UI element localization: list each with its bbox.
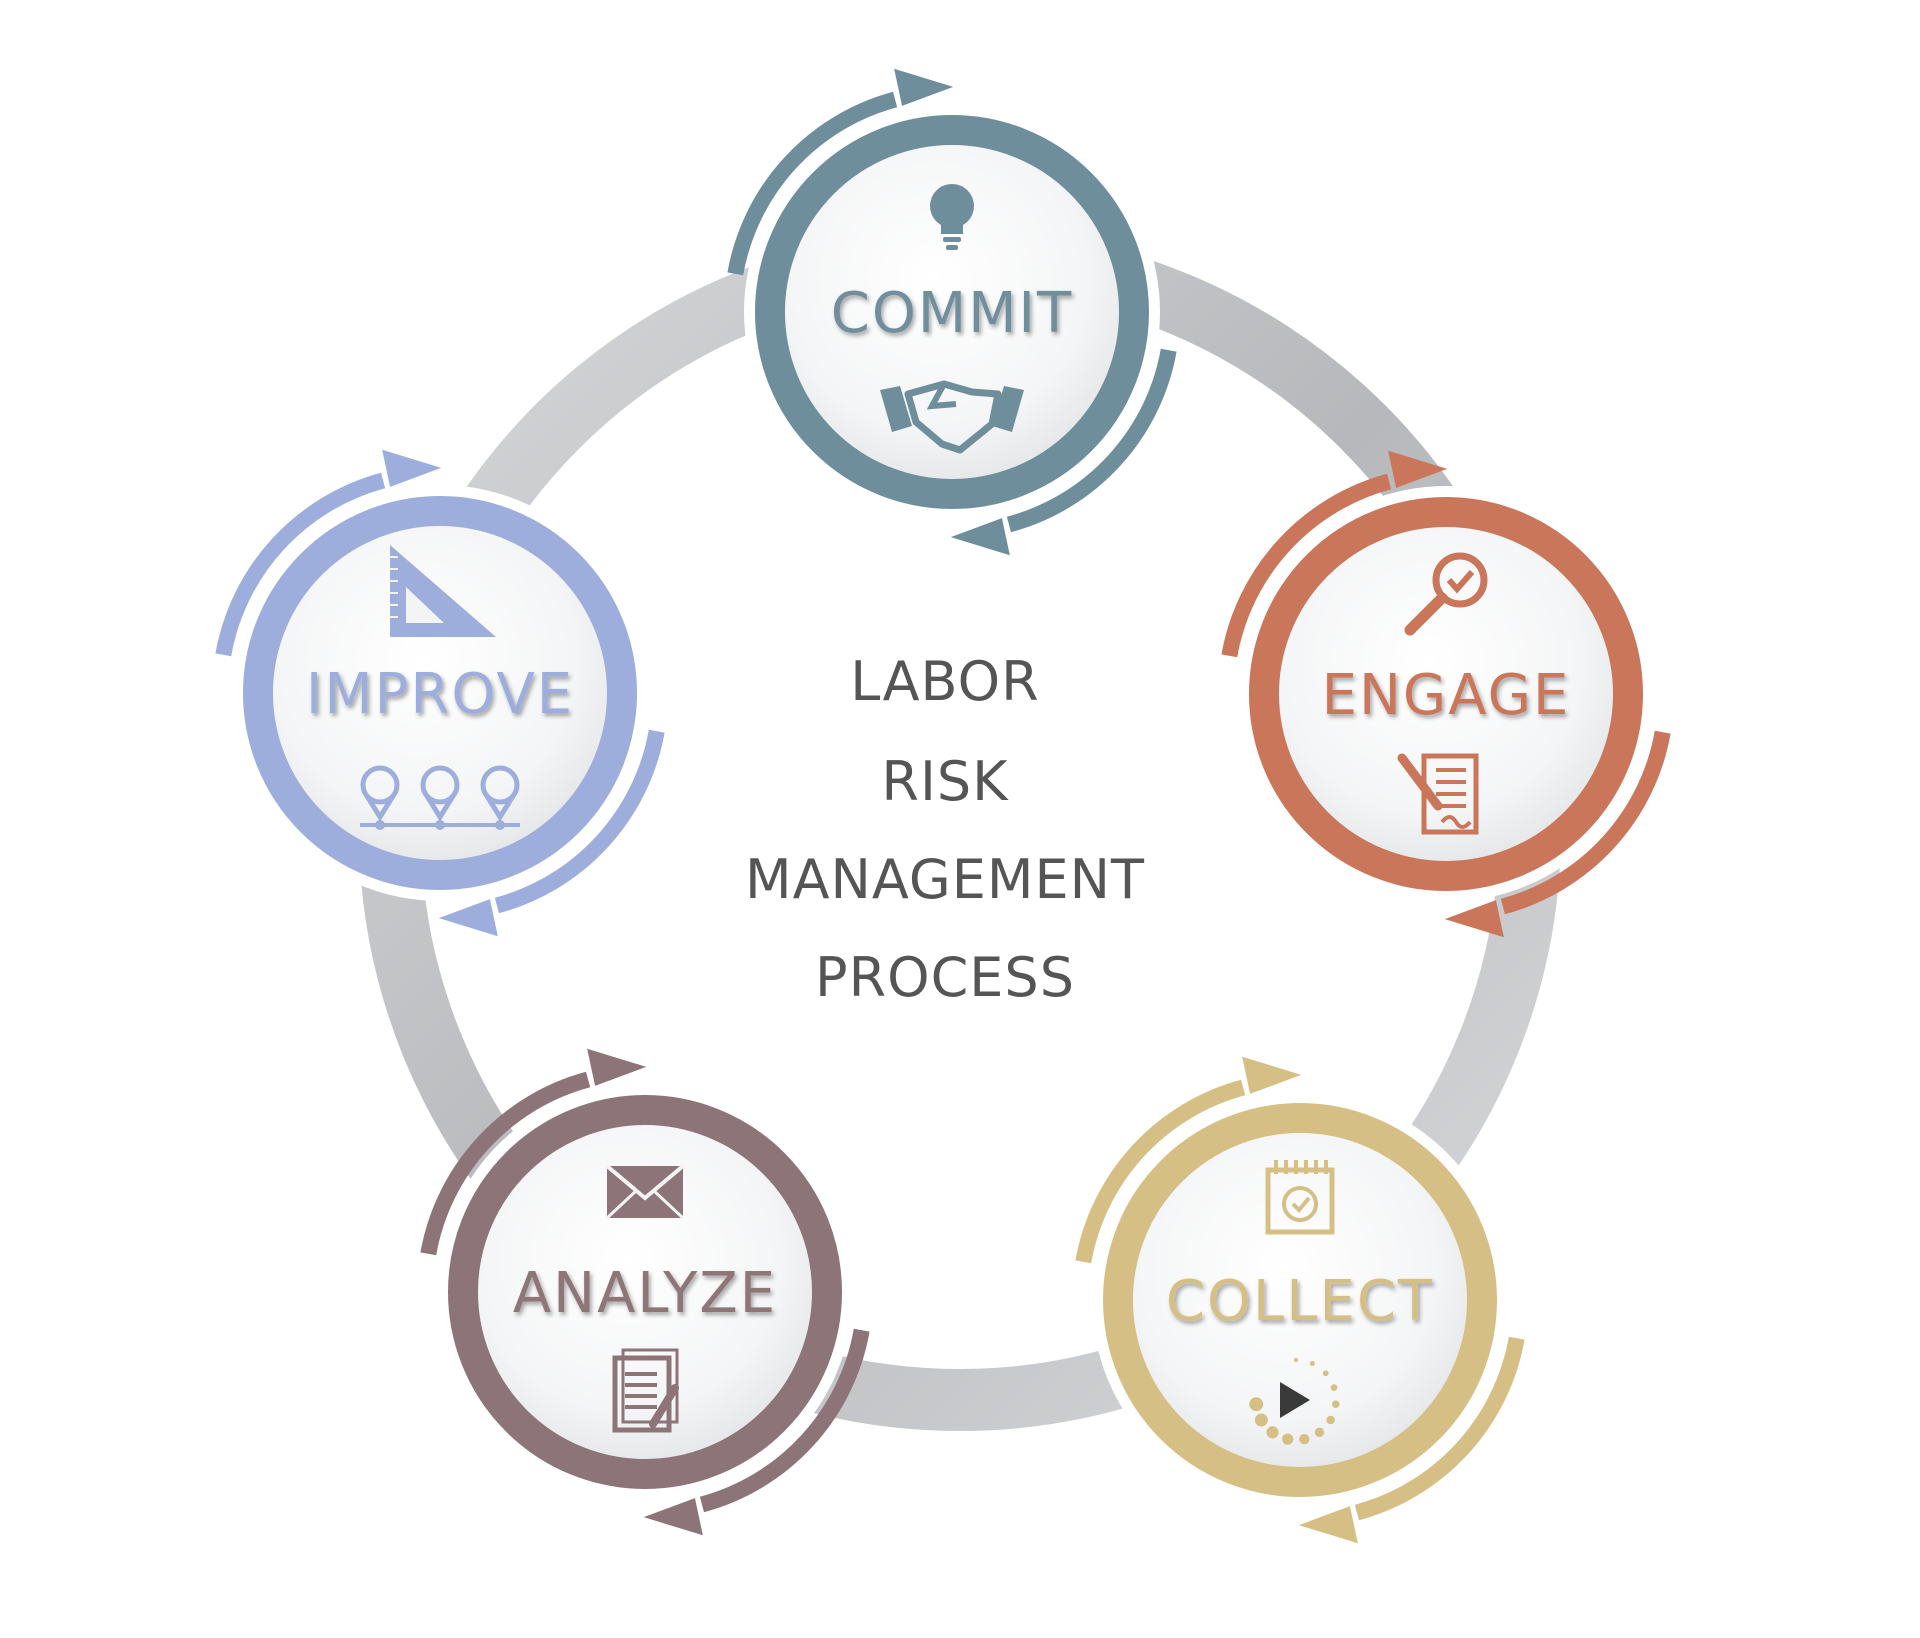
- set-square-icon: [390, 545, 496, 637]
- cycle-arrowhead: [1298, 1506, 1358, 1544]
- stage-collect: COLLECT: [1075, 1056, 1525, 1544]
- contract-sign-icon: [1397, 753, 1479, 835]
- cycle-arc: [699, 1328, 870, 1513]
- cycle-arrowhead: [382, 449, 442, 487]
- stage-disc: [1278, 526, 1614, 862]
- center-line-risk: RISK: [881, 750, 1009, 813]
- cycle-arrowhead: [1242, 1056, 1302, 1094]
- center-line-management: MANAGEMENT: [745, 848, 1145, 911]
- calendar-check-icon: [1265, 1160, 1335, 1235]
- cycle-arrowhead: [643, 1498, 703, 1536]
- document-pen-icon: [612, 1348, 679, 1433]
- center-title: LABOR RISK MANAGEMENT PROCESS: [745, 650, 1145, 1009]
- stage-disc: [1132, 1132, 1468, 1468]
- envelope-icon: [605, 1164, 685, 1220]
- stage-label: COMMIT: [831, 281, 1074, 346]
- cycle-arrowhead: [894, 68, 954, 106]
- stage-label: IMPROVE: [306, 662, 574, 727]
- stage-ring: [243, 496, 637, 890]
- magnifier-check-icon: [1404, 552, 1488, 636]
- cycle-arc: [420, 1071, 591, 1256]
- stage-ring: [755, 115, 1149, 509]
- stage-disc: [477, 1124, 813, 1460]
- handshake-icon: [880, 380, 1024, 454]
- cycle-arrowhead: [950, 518, 1010, 556]
- stage-improve: IMPROVE: [215, 449, 665, 937]
- cycle-arrowhead: [1388, 450, 1448, 488]
- map-pins-icon: [360, 765, 520, 830]
- stage-ring: [1249, 497, 1643, 891]
- cycle-arc: [1075, 1079, 1246, 1264]
- cycle-arc: [1006, 348, 1177, 533]
- cycle-arc: [215, 472, 386, 657]
- cycle-arc: [494, 729, 665, 914]
- stage-disc: [272, 525, 608, 861]
- cycle-arrowhead: [587, 1048, 647, 1086]
- stage-analyze: ANALYZE: [420, 1048, 870, 1536]
- stage-commit: COMMIT: [727, 68, 1177, 556]
- stage-ring: [1103, 1103, 1497, 1497]
- cycle-arc: [1500, 730, 1671, 915]
- cycle-arrowhead: [438, 899, 498, 937]
- stage-disc: [784, 144, 1120, 480]
- center-line-process: PROCESS: [815, 946, 1075, 1009]
- play-loading-icon: [1249, 1358, 1340, 1445]
- stage-label: ANALYZE: [513, 1261, 777, 1326]
- cycle-arc: [1221, 473, 1392, 658]
- center-line-labor: LABOR: [850, 650, 1039, 713]
- lightbulb-icon: [930, 184, 974, 250]
- stage-label: COLLECT: [1166, 1269, 1434, 1334]
- stage-layer: COMMIT ENGAGE COLLECT ANALYZE IMPROVE: [215, 68, 1671, 1544]
- stage-engage: ENGAGE: [1221, 450, 1671, 938]
- cycle-arc: [727, 91, 898, 276]
- cycle-arrowhead: [1444, 900, 1504, 938]
- stage-ring: [448, 1095, 842, 1489]
- cycle-arc: [1354, 1336, 1525, 1521]
- stage-label: ENGAGE: [1322, 663, 1571, 728]
